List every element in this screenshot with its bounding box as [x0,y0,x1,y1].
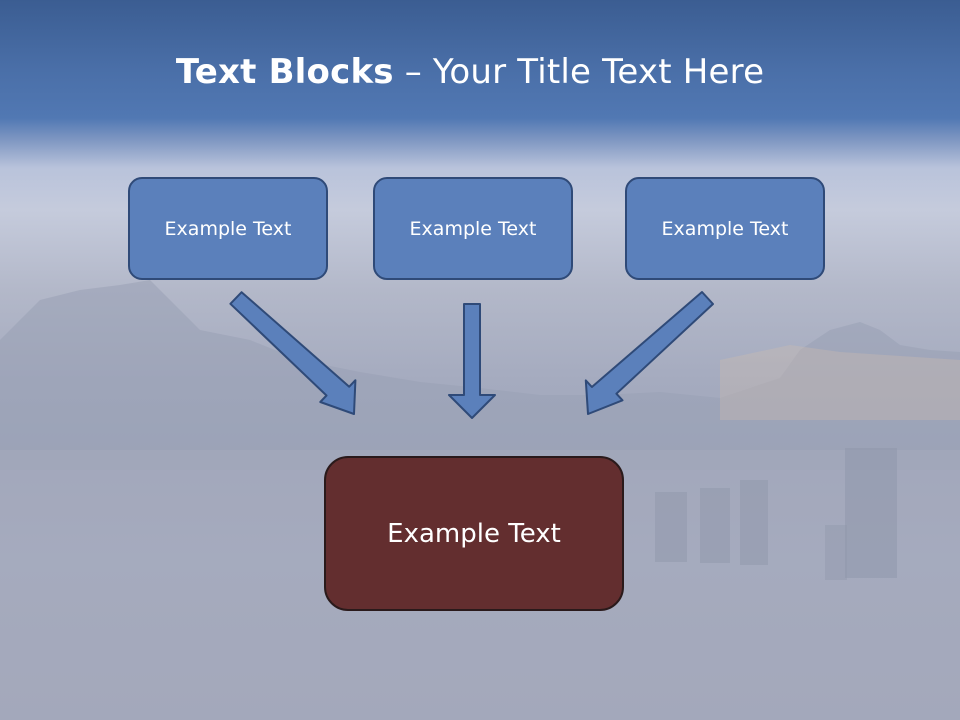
text-block-center[interactable]: Example Text [373,177,573,280]
arrow-down-right-icon[interactable] [229,291,357,415]
text-block-right[interactable]: Example Text [625,177,825,280]
title-bold: Text Blocks [175,52,394,92]
arrow-down-left-icon[interactable] [584,291,714,415]
mountain-silhouette [0,280,960,470]
tower-2 [740,480,768,565]
page-title: Text Blocks – Your Title Text Here [0,52,940,92]
tower-5 [825,525,847,580]
text-block-left[interactable]: Example Text [128,177,328,280]
tower-1 [845,448,897,578]
sunset-glow [720,345,960,420]
title-rest: – Your Title Text Here [393,52,765,92]
text-block-main[interactable]: Example Text [324,456,624,611]
tower-4 [655,492,687,562]
arrow-down-icon[interactable] [448,303,496,419]
tower-3 [700,488,730,563]
